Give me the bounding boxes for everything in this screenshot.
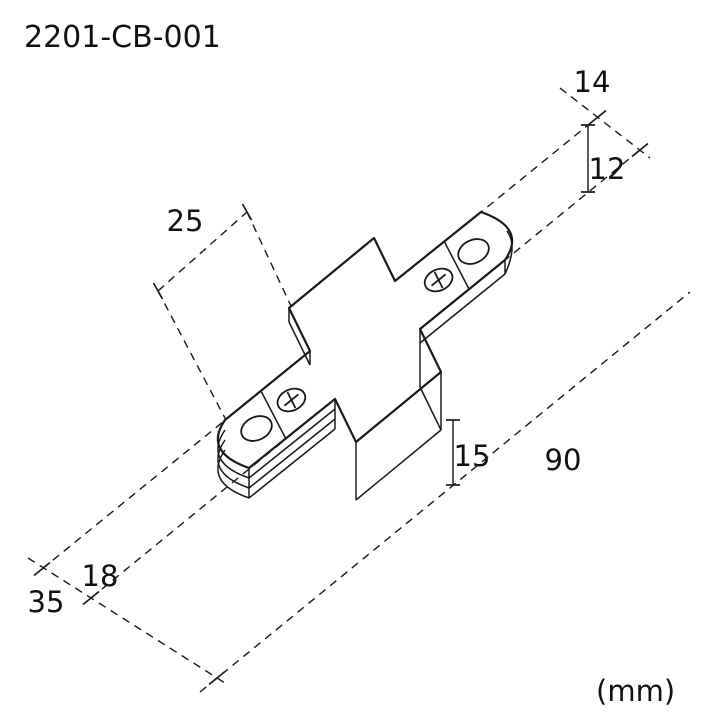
dim-label-90: 90 [545,443,582,477]
dimension-ticks [33,109,649,686]
connector-body-drawing [216,210,514,501]
middle-block-extrusion [355,329,442,501]
vertical-dimension-lines [452,125,589,485]
labels: 2201-CB-001 14 12 25 15 90 18 35 (mm) [24,20,675,708]
dim-label-14: 14 [574,65,611,99]
phillips-screw-right [423,267,454,293]
envelope-top-right-edge [559,87,651,159]
dim-label-35: 35 [28,585,65,619]
dim-label-12: 12 [589,152,626,186]
dim25-extension-a [246,211,292,307]
dim-label-18: 18 [82,559,119,593]
part-number-label: 2201-CB-001 [24,20,221,55]
phillips-screw-left [276,387,307,413]
left-end-profile [217,390,336,499]
dim-label-25: 25 [167,204,204,238]
envelope-upper-left-edge [41,116,599,570]
right-end-profile [419,230,513,344]
dim-label-15: 15 [454,439,491,473]
envelope-lower-right-edge [199,291,691,693]
envelope-bottom-left-edge [27,557,226,684]
dim25-extension-b [157,290,227,421]
end-hole-right [457,238,490,265]
dim25-line [157,211,248,292]
end-hole-left [240,415,273,442]
notch-side-extrusion [288,308,311,366]
unit-label: (mm) [596,674,675,708]
